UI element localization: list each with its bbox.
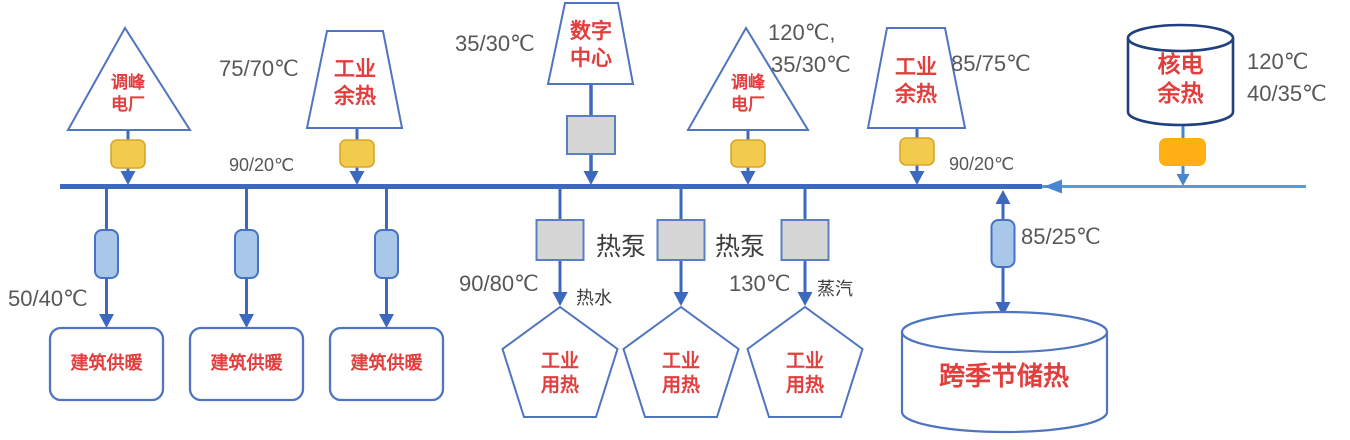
peak-plant-2-label: 调峰 电厂: [731, 73, 765, 114]
nuclear-cylinder-body: [1126, 38, 1235, 127]
temp-120-nuclear: 120℃: [1247, 49, 1309, 74]
building-heating-box-1: [48, 326, 165, 402]
heat-pump-2-text: 热泵: [715, 233, 766, 261]
building-2-label: 建筑供暖: [210, 353, 283, 373]
industrial-heat-3-label: 工业 用热: [785, 351, 824, 397]
substation-box-3: [374, 229, 399, 279]
temp-90-20-right: 90/20℃: [949, 154, 1015, 174]
nuclear-label: 核电 余热: [1157, 51, 1204, 107]
heat-pump-box-2: [656, 219, 706, 261]
industrial-heat-2-down-arrow-icon: [673, 292, 689, 306]
data-center-down-arrow-icon: [583, 171, 599, 185]
temp-90-80: 90/80℃: [459, 271, 539, 296]
industrial-heat-1-label: 工业 用热: [540, 351, 579, 397]
building-3-label: 建筑供暖: [350, 353, 423, 373]
heat-pump-box-3: [780, 219, 830, 261]
industrial-waste-2-label: 工业 余热: [895, 56, 937, 106]
industrial-heat-1-down-arrow-icon: [552, 292, 568, 306]
industrial-heat-pentagon-2: [622, 305, 740, 418]
industrial-waste-2-down-arrow-icon: [909, 171, 925, 185]
storage-up-arrow-icon: [995, 190, 1011, 204]
building-3-down-arrow-icon: [379, 314, 394, 328]
building-1-down-arrow-icon: [99, 314, 114, 328]
temp-85-75: 85/75℃: [951, 51, 1031, 76]
industrial-heat-pentagon-1: [501, 305, 619, 418]
steam-text: 蒸汽: [817, 279, 853, 299]
temp-40-35-nuclear: 40/35℃: [1247, 81, 1327, 106]
storage-down-arrow-icon: [995, 302, 1011, 316]
temp-120-comma: 120℃,: [768, 20, 836, 45]
building-2-down-arrow-icon: [239, 314, 254, 328]
temp-35-30-peakplant2: 35/30℃: [771, 52, 851, 77]
storage-label: 跨季节储热: [938, 361, 1069, 391]
industrial-heat-pentagon-3: [746, 305, 864, 418]
building-heating-box-2: [188, 326, 305, 402]
flow-left-arrow-icon: [1044, 179, 1062, 194]
heat-exchanger-box-3: [730, 139, 766, 168]
storage-substation-box: [990, 219, 1016, 268]
heat-pump-box-1: [535, 219, 585, 261]
industrial-heat-3-down-arrow-icon: [797, 292, 813, 306]
industrial-heat-2-label: 工业 用热: [661, 351, 700, 397]
heat-exchanger-box-1: [110, 139, 146, 169]
storage-cylinder-body: [900, 332, 1109, 434]
industrial-waste-1-label: 工业 余热: [334, 58, 376, 108]
heat-exchanger-box-4: [899, 137, 935, 166]
building-heating-box-3: [328, 326, 445, 402]
peak-plant-1-down-arrow-icon: [120, 171, 136, 185]
nuclear-cylinder-top: [1126, 23, 1235, 53]
peak-plant-1-label: 调峰 电厂: [111, 73, 145, 114]
building-1-label: 建筑供暖: [70, 353, 143, 373]
industrial-waste-1-trapezoid: [305, 30, 404, 129]
substation-box-1: [94, 229, 119, 279]
industrial-waste-2-trapezoid: [866, 27, 967, 129]
substation-box-2: [234, 229, 259, 279]
heat-exchanger-box-2: [339, 139, 375, 168]
peak-plant-2-down-arrow-icon: [740, 171, 756, 185]
temp-130: 130℃: [729, 271, 791, 296]
data-center-label: 数字 中心: [570, 20, 612, 70]
industrial-waste-1-down-arrow-icon: [349, 171, 365, 185]
data-center-heat-pump-box: [566, 115, 616, 155]
data-center-trapezoid: [546, 2, 635, 85]
heat-pump-1-text: 热泵: [596, 233, 647, 261]
nuclear-down-arrow-icon: [1176, 174, 1190, 186]
temp-85-25: 85/25℃: [1021, 224, 1101, 249]
temp-50-40: 50/40℃: [8, 286, 88, 311]
peak-plant-2-triangle: [686, 26, 810, 131]
temp-75-70: 75/70℃: [219, 56, 299, 81]
peak-plant-1-triangle: [66, 26, 192, 131]
storage-cylinder-top: [900, 310, 1109, 354]
temp-35-30-datacenter: 35/30℃: [455, 31, 535, 56]
temp-90-20-left: 90/20℃: [229, 155, 295, 175]
nuclear-heat-exchanger-box: [1159, 138, 1206, 166]
hot-water-text: 热水: [576, 288, 612, 308]
